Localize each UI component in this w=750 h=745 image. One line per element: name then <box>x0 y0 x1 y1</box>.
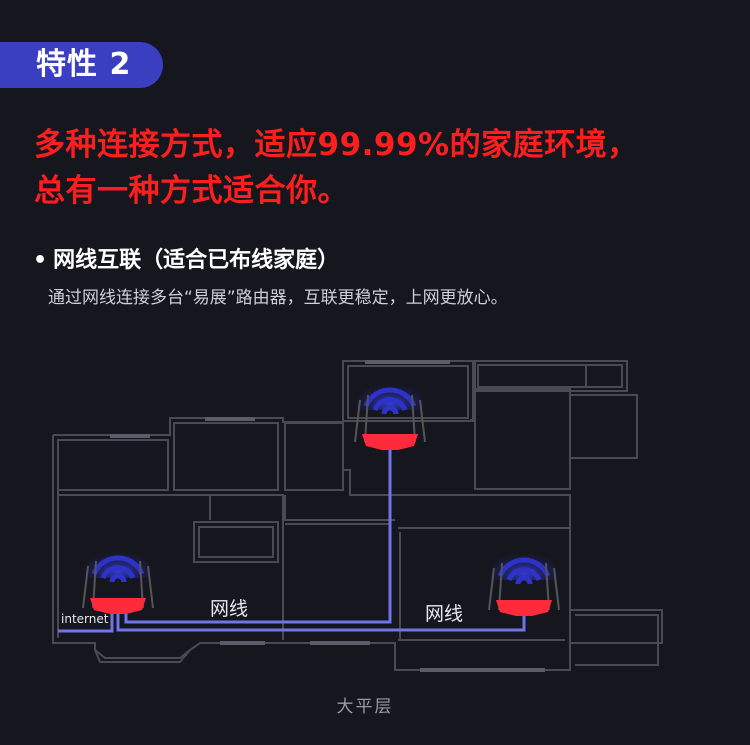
cable-label-2: 网线 <box>425 603 464 625</box>
headline-line-1: 多种连接方式，适应99.99%的家庭环境， <box>34 127 639 163</box>
router-body-icon <box>362 434 418 450</box>
router-right <box>488 546 560 616</box>
cable-label-1: 网线 <box>210 598 249 620</box>
wall-accents <box>110 360 545 672</box>
feature-title: •网线互联（适合已布线家庭） <box>33 246 339 276</box>
feature-description: 通过网线连接多台“易展”路由器，互联更稳定，上网更放心。 <box>48 288 508 308</box>
feature-badge: 特性 2 <box>0 42 163 88</box>
router-main <box>82 544 154 614</box>
wifi-glow-icon <box>356 376 424 410</box>
cable-to-right-router <box>116 606 526 632</box>
router-body-icon <box>496 600 552 616</box>
internet-label: internet <box>61 612 109 626</box>
headline-line-2: 总有一种方式适合你。 <box>34 173 349 209</box>
wifi-signal-icon <box>91 555 145 576</box>
wifi-signal-icon <box>497 557 551 578</box>
router-top <box>354 376 426 450</box>
headline: 多种连接方式，适应99.99%的家庭环境， 总有一种方式适合你。 <box>34 122 734 214</box>
wifi-signal-icon <box>363 387 417 408</box>
bullet-icon: • <box>33 248 48 273</box>
floor-caption: 大平层 <box>336 697 394 717</box>
router-body-icon <box>90 598 146 614</box>
cable-internet <box>58 606 114 633</box>
feature-title-text: 网线互联（适合已布线家庭） <box>53 248 340 273</box>
floor-plan-walls <box>52 360 663 671</box>
